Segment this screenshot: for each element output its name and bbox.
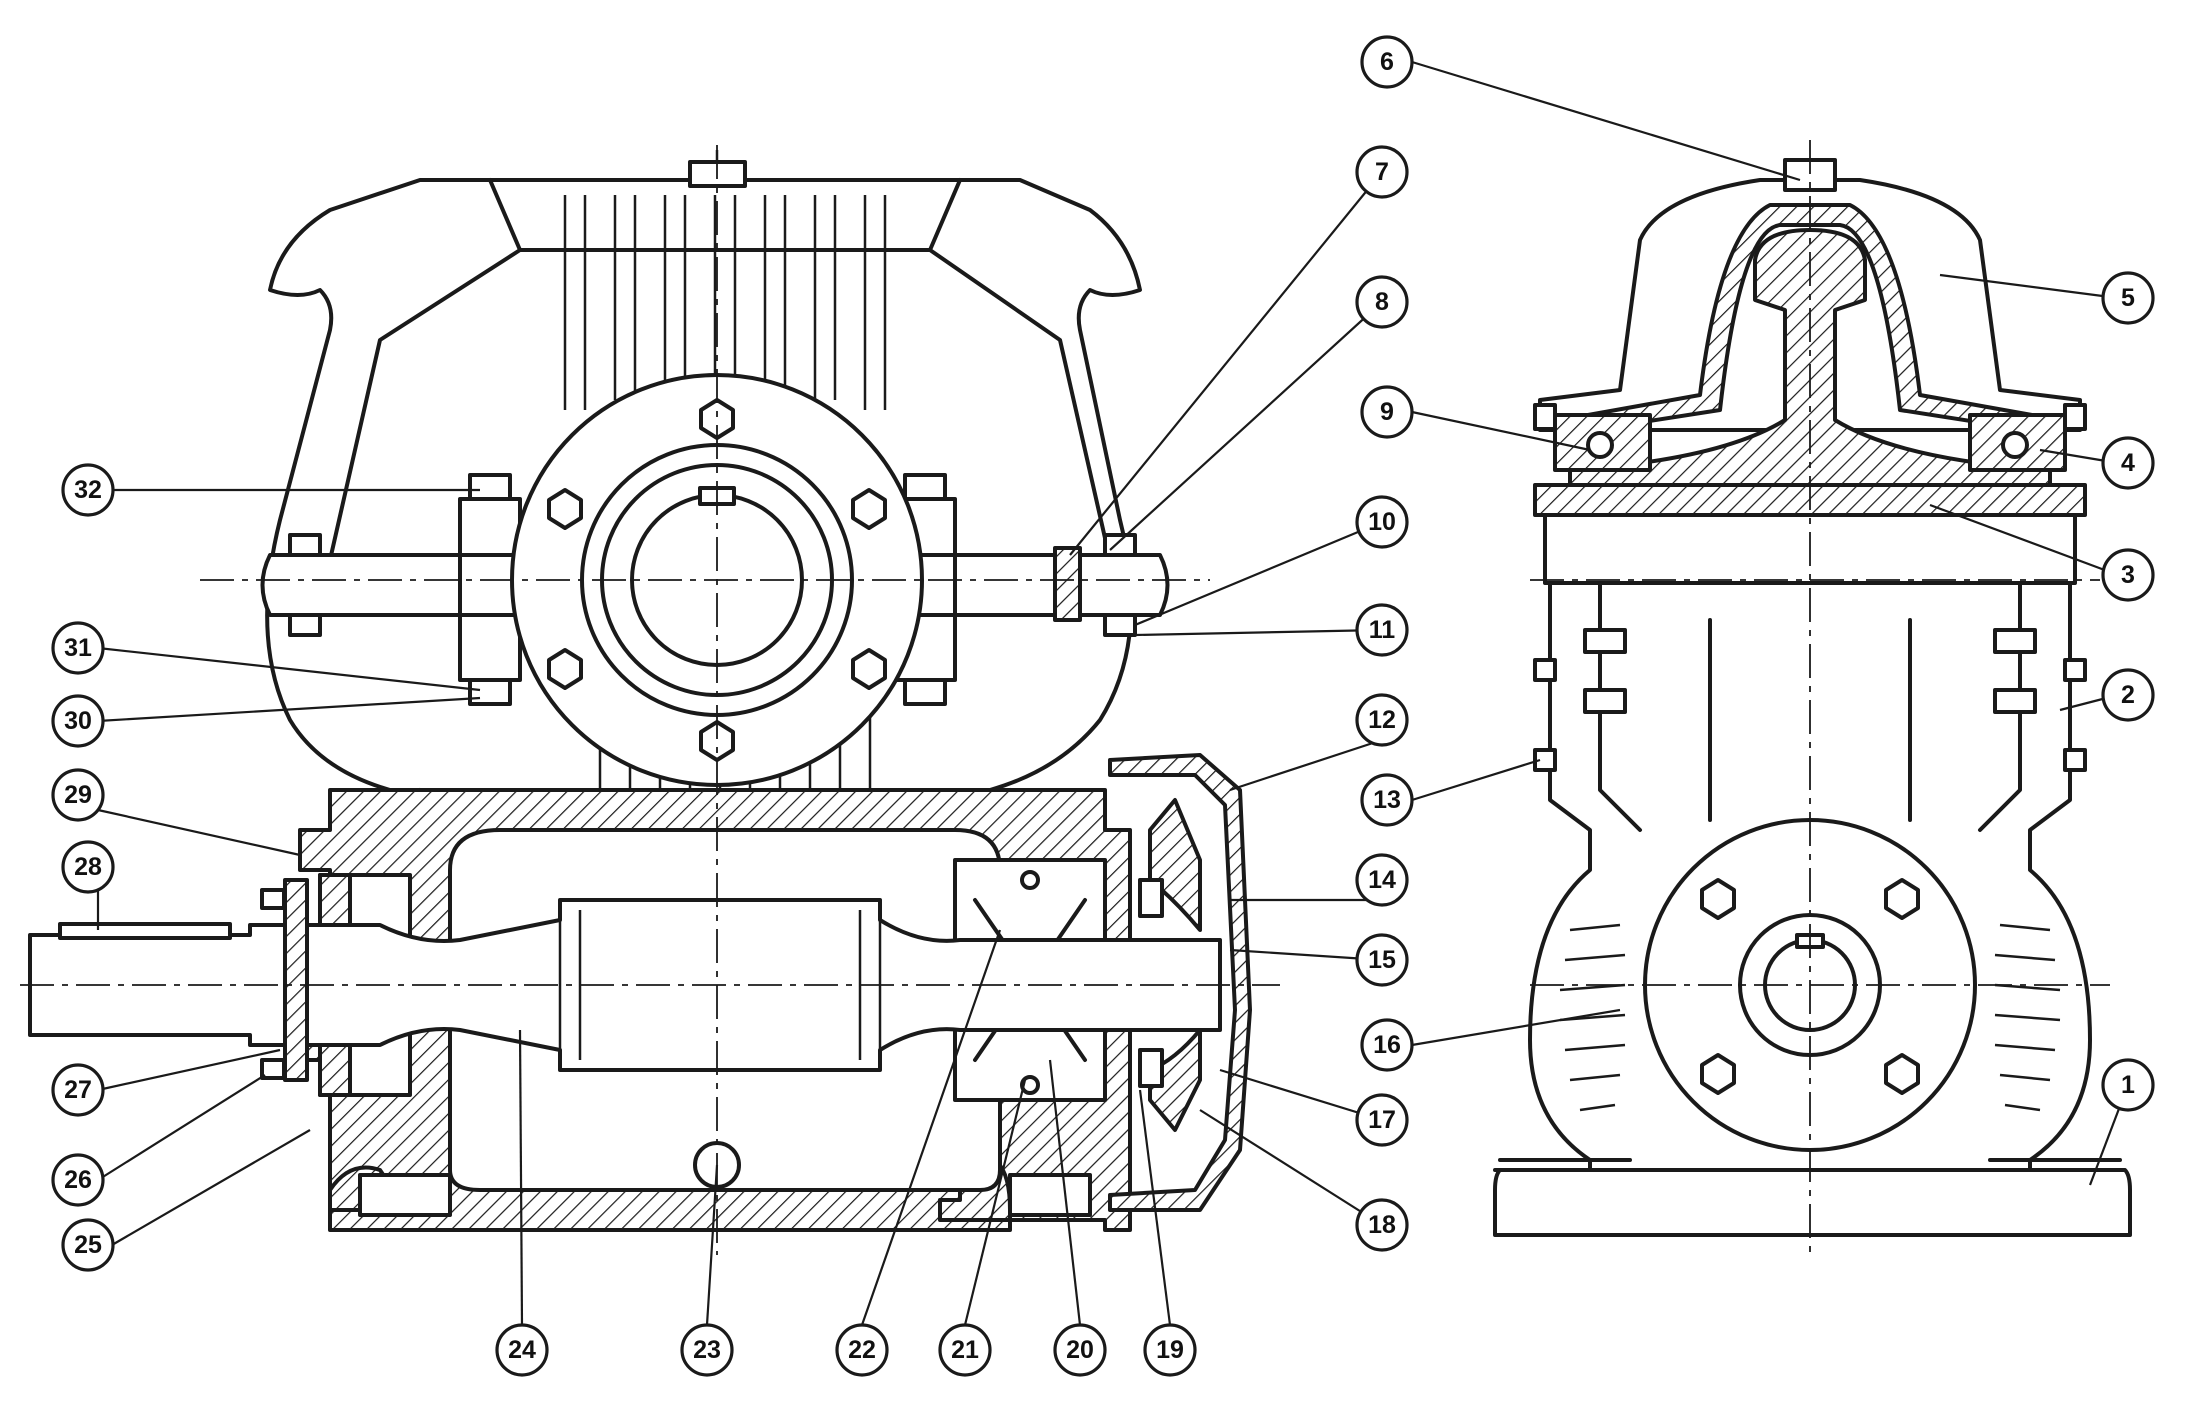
callout-6: 6 [1360,35,1414,89]
callout-3: 3 [2101,548,2155,602]
svg-text:9: 9 [1380,398,1394,426]
callout-20: 20 [1053,1323,1107,1377]
svg-text:2: 2 [2121,681,2135,709]
svg-text:20: 20 [1066,1336,1094,1364]
svg-text:4: 4 [2121,449,2135,477]
svg-text:19: 19 [1156,1336,1184,1364]
side-fins [1559,923,2061,1112]
callout-7: 7 [1355,145,1409,199]
callout-25: 25 [61,1218,115,1272]
side-bolts [1533,628,2087,772]
svg-text:6: 6 [1380,48,1394,76]
svg-text:32: 32 [74,476,102,504]
svg-text:18: 18 [1368,1211,1396,1239]
callout-8: 8 [1355,275,1409,329]
svg-text:22: 22 [848,1336,876,1364]
callout-16: 16 [1360,1018,1414,1072]
shaft-key [58,922,232,940]
svg-text:17: 17 [1368,1106,1396,1134]
svg-text:16: 16 [1373,1031,1401,1059]
callout-29: 29 [51,768,105,822]
front-view [20,145,1280,1255]
svg-text:26: 26 [64,1166,92,1194]
fan-cover [1108,753,1252,1212]
svg-text:14: 14 [1368,866,1396,894]
svg-text:5: 5 [2121,284,2135,312]
svg-text:21: 21 [951,1336,979,1364]
svg-text:27: 27 [64,1076,92,1104]
callout-31: 31 [51,621,105,675]
callout-5: 5 [2101,271,2155,325]
svg-text:29: 29 [64,781,92,809]
callout-21: 21 [938,1323,992,1377]
callout-24: 24 [495,1323,549,1377]
svg-text:11: 11 [1369,616,1396,644]
side-view [1493,140,2132,1255]
svg-text:24: 24 [508,1336,536,1364]
callout-22: 22 [835,1323,889,1377]
callout-17: 17 [1355,1093,1409,1147]
callout-12: 12 [1355,693,1409,747]
key-shim [1053,546,1082,622]
svg-text:23: 23 [693,1336,721,1364]
svg-text:7: 7 [1375,158,1389,186]
callout-2: 2 [2101,668,2155,722]
svg-text:25: 25 [74,1231,102,1259]
callout-11: 11 [1355,603,1409,657]
flange-bolts [288,473,1137,706]
side-flange-bolts [1700,878,1920,1095]
callout-9: 9 [1360,385,1414,439]
callout-30: 30 [51,694,105,748]
svg-text:31: 31 [64,634,92,662]
callout-18: 18 [1355,1198,1409,1252]
callout-19: 19 [1143,1323,1197,1377]
svg-text:15: 15 [1368,946,1396,974]
hub-bolts [547,398,887,762]
svg-text:8: 8 [1375,288,1389,316]
callout-28: 28 [61,840,115,894]
svg-text:13: 13 [1373,786,1401,814]
svg-text:28: 28 [74,853,102,881]
callout-26: 26 [51,1153,105,1207]
callout-10: 10 [1355,495,1409,549]
svg-text:12: 12 [1368,706,1396,734]
callout-bubbles: 1 2 3 4 5 6 7 8 9 10 11 12 13 14 15 16 1… [51,35,2155,1377]
callout-32: 32 [61,463,115,517]
svg-text:10: 10 [1368,508,1396,536]
callout-1: 1 [2101,1058,2155,1112]
callout-27: 27 [51,1063,105,1117]
callout-23: 23 [680,1323,734,1377]
side-base [1493,1168,2132,1237]
svg-text:1: 1 [2121,1071,2135,1099]
callout-4: 4 [2101,436,2155,490]
svg-text:3: 3 [2121,561,2135,589]
svg-text:30: 30 [64,707,92,735]
callout-15: 15 [1355,933,1409,987]
callout-13: 13 [1360,773,1414,827]
callout-14: 14 [1355,853,1409,907]
